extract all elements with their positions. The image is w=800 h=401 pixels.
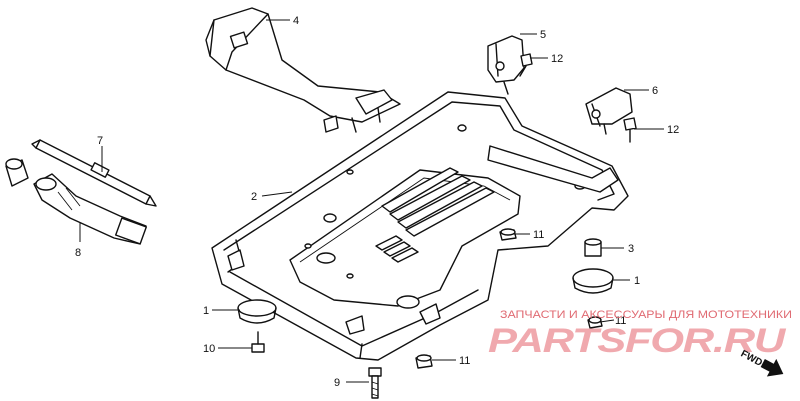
callout-5: 5	[540, 29, 546, 41]
callout-7: 7	[97, 135, 103, 147]
callout-6: 6	[652, 85, 658, 97]
callout-9: 9	[334, 377, 340, 389]
grommet-part-1-right	[572, 268, 614, 294]
callout-11-c: 11	[459, 355, 470, 367]
callout-numbers: 4 5 12 6 12 7 2 8 11 3 1 1 10 11 11 9	[75, 15, 679, 389]
leader-lines	[79, 19, 664, 383]
callout-1-left: 1	[203, 305, 209, 317]
tray-slots	[375, 167, 495, 263]
grommet-part-1-left	[237, 299, 277, 324]
callout-12-lower: 12	[667, 124, 679, 136]
callout-11-b: 11	[615, 315, 626, 327]
callout-8: 8	[75, 247, 81, 259]
nut-part-11-c	[415, 354, 433, 369]
callout-10: 10	[203, 343, 215, 355]
nut-part-11-a	[499, 228, 517, 241]
nut-part-11-b	[587, 316, 603, 329]
callout-2: 2	[251, 191, 257, 203]
arrow-icon	[760, 358, 784, 377]
bracket-part-4	[205, 7, 401, 133]
bolt-part-9	[368, 367, 382, 399]
clip-part-6	[585, 87, 633, 135]
screwdriver-part-7	[31, 139, 157, 207]
watermark: ЗАПЧАСТИ И АКСЕССУАРЫ ДЛЯ МОТОТЕХНИКИ PA…	[488, 309, 792, 360]
callout-11-a: 11	[533, 229, 544, 241]
callout-3: 3	[628, 243, 634, 255]
callout-4: 4	[293, 15, 299, 27]
bolt-part-12-lower	[623, 117, 637, 143]
watermark-tagline: ЗАПЧАСТИ И АКСЕССУАРЫ ДЛЯ МОТОТЕХНИКИ	[500, 309, 792, 321]
bolt-part-12-upper	[519, 53, 533, 77]
clip-part-5	[487, 35, 525, 95]
bolt-part-10	[251, 331, 265, 353]
collar-part-3	[584, 238, 602, 257]
main-tray	[211, 91, 629, 361]
socket-part-8	[5, 158, 147, 245]
callout-12-upper: 12	[551, 53, 563, 65]
callout-1-right: 1	[634, 275, 640, 287]
watermark-logo-text: PARTSFOR.RU	[488, 322, 787, 360]
